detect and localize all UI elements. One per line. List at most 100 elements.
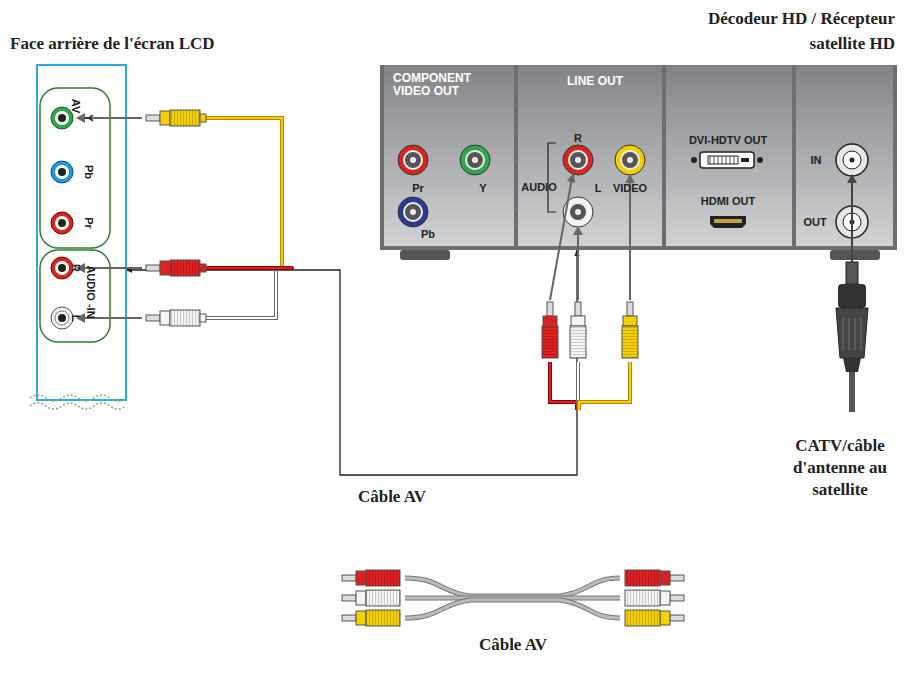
box-side-wires-part <box>579 362 630 410</box>
box-jacks-part <box>410 209 416 215</box>
av-cable-illustration-part <box>366 610 400 626</box>
dvi-hdmi-ports-part <box>757 157 763 163</box>
jack-label: Pr <box>83 217 95 229</box>
antenna-cable-part <box>851 180 853 262</box>
box-side-wires-part <box>550 362 577 410</box>
port-label: OUT <box>803 216 826 228</box>
box-side-plugs-part <box>627 302 633 316</box>
box-jacks-part <box>398 145 428 175</box>
set-top-box-part <box>400 250 450 260</box>
tv-back-panel: Face arrière de l'écran LCD <box>37 65 126 400</box>
box-jacks-part <box>621 151 639 169</box>
tv-side-plugs-part <box>170 260 200 276</box>
box-jacks-part <box>410 157 416 163</box>
set-top-box-part <box>380 65 897 250</box>
box-jacks-part <box>575 157 581 163</box>
box-side-plugs-part <box>547 302 553 316</box>
tv-jacks-part <box>51 307 73 329</box>
tv-side-wires-part <box>205 272 276 318</box>
tv-side-wires-part <box>205 266 292 270</box>
set-top-box-part <box>796 65 893 246</box>
av-cable-illustration-part <box>660 571 670 585</box>
box-jacks-part <box>460 145 490 175</box>
tv-jacks-part <box>51 212 73 234</box>
box-side-plugs-part <box>570 326 586 358</box>
av-cable-illustration-part <box>366 590 400 606</box>
port-label: VIDEO <box>613 182 647 194</box>
coax-ports-part <box>843 151 861 169</box>
box-side-plugs-part <box>542 326 558 358</box>
antenna-cable-part <box>843 318 861 350</box>
port-label: R <box>574 132 582 144</box>
tv-side-plugs-part <box>146 115 160 121</box>
av-cable-illustration-part <box>405 578 620 596</box>
tv-panel-part <box>30 395 126 401</box>
box-jacks-part <box>627 157 633 163</box>
box-jacks-part <box>569 151 587 169</box>
tv-jacks-part <box>58 114 66 122</box>
box-jacks-part <box>563 145 593 175</box>
av-cable-illustration-part <box>342 575 356 581</box>
av-cable-illustration-part <box>625 590 660 606</box>
tv-jacks-part <box>55 111 69 125</box>
box-side-wires-part <box>576 362 580 405</box>
antenna-cable-part <box>846 262 858 284</box>
av-cable-illustration-part <box>625 610 660 626</box>
av-cable-illustration <box>342 570 684 626</box>
av-cable-illustration-part <box>356 591 366 605</box>
box-jacks-part <box>404 151 422 169</box>
box-side-plugs-part <box>629 180 631 300</box>
set-top-box-part <box>548 143 556 212</box>
jack-label: Y <box>83 114 95 121</box>
tv-jacks-part <box>51 161 73 183</box>
dvi-hdmi-ports-part <box>700 152 754 168</box>
box-side-wires-part <box>550 362 577 410</box>
box-side-wires <box>550 362 630 410</box>
port-label: Pb <box>421 228 435 240</box>
tv-jacks-part <box>58 168 66 176</box>
box-jacks-part <box>398 197 428 227</box>
box-side-plugs-part <box>577 232 579 300</box>
box-jacks-part <box>466 151 484 169</box>
tv-side-plugs <box>76 110 206 326</box>
box-side-plugs-part <box>550 178 572 300</box>
port-label: DVI-HDTV OUT <box>689 134 767 146</box>
av-cable-illustration-part <box>405 578 620 596</box>
tv-side-wires-part <box>205 118 282 268</box>
av-cable-illustration-part <box>366 570 400 586</box>
tv-side-plugs-part <box>170 310 200 326</box>
tv-side-plugs-part <box>160 261 170 275</box>
tv-side-plugs-part <box>200 314 206 322</box>
set-top-box-part <box>830 250 880 260</box>
tv-panel-part <box>37 65 126 400</box>
coax-ports-part <box>850 158 855 163</box>
tv-jacks-part <box>51 107 73 129</box>
jack-label: AUDIO -IN <box>85 265 97 318</box>
dvi-hdmi-ports-part <box>708 156 738 164</box>
box-side-plugs <box>542 172 638 358</box>
set-top-box-part <box>518 65 662 246</box>
box-jacks-part <box>404 203 422 221</box>
tv-jacks <box>51 107 73 329</box>
port-label: IN <box>811 154 822 166</box>
box-jacks-part <box>575 209 581 215</box>
tv-panel-part <box>40 88 110 248</box>
tv-side-wires <box>205 118 292 318</box>
av-cable-illustration-part <box>625 570 660 586</box>
tv-panel-part <box>30 403 126 409</box>
tv-side-plugs-part <box>200 264 206 272</box>
av-cable-illustration-part <box>366 570 400 586</box>
av-cable-illustration-part <box>660 611 670 625</box>
tv-side-plugs-part <box>160 111 170 125</box>
tv-jacks-part <box>58 219 66 227</box>
dvi-hdmi-ports-part <box>691 157 697 163</box>
av-cable-illustration-part <box>405 600 620 618</box>
av-cable-illustration-part <box>670 575 684 581</box>
port-label: HDMI OUT <box>701 195 755 207</box>
jack-label: L <box>70 315 82 322</box>
tv-jacks-part <box>55 261 69 275</box>
box-side-plugs-part <box>622 326 638 358</box>
tv-jacks-part <box>55 165 69 179</box>
tv-jacks-part <box>51 257 73 279</box>
port-label: Pr <box>412 182 424 194</box>
